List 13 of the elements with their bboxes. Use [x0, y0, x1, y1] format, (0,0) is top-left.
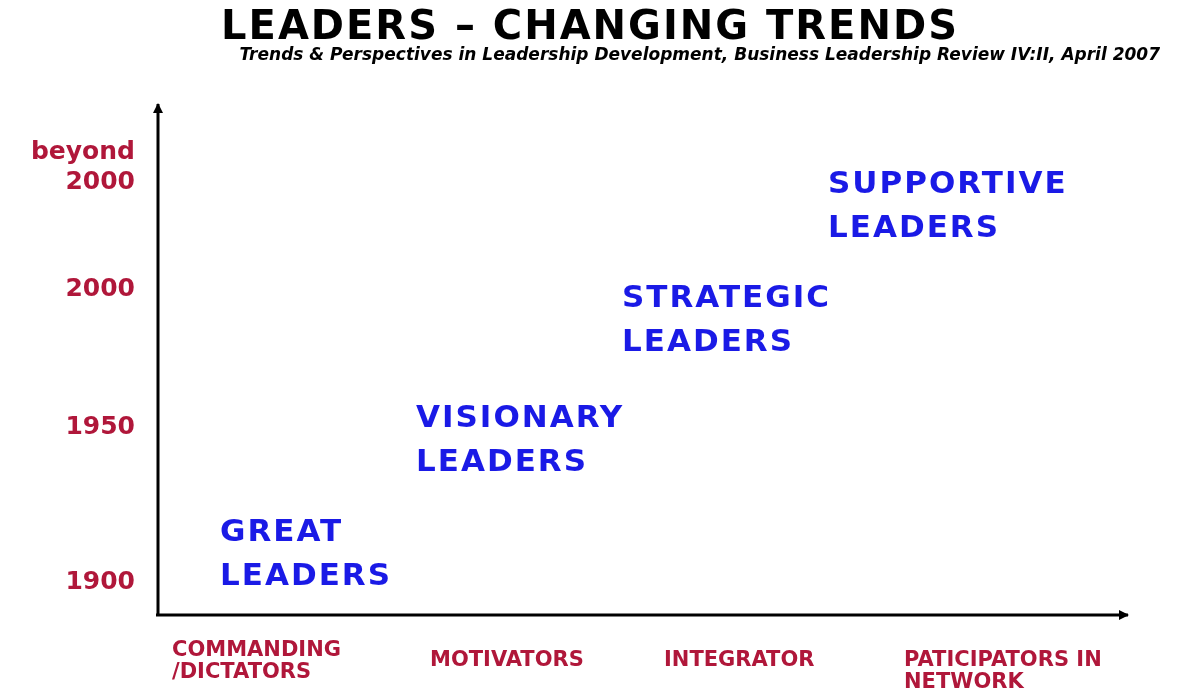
- category-label: PATICIPATORS IN NETWORK: [904, 648, 1103, 692]
- stage-label: VISIONARY LEADERS: [416, 397, 626, 480]
- year-label: 1950: [64, 411, 135, 441]
- category-label: COMMANDING /DICTATORS: [172, 638, 342, 682]
- category-label: MOTIVATORS: [430, 648, 585, 670]
- stage-label: GREAT LEADERS: [220, 511, 394, 594]
- year-label: 1900: [64, 566, 135, 596]
- year-label: beyond 2000: [29, 136, 135, 196]
- category-label: INTEGRATOR: [664, 648, 816, 670]
- year-label: 2000: [64, 273, 135, 303]
- source-citation: Trends & Perspectives in Leadership Development, Business Leadership Review IV:II, April 2007: [238, 44, 1160, 64]
- stage-label: SUPPORTIVE LEADERS: [828, 163, 1069, 246]
- stage-label: STRATEGIC LEADERS: [622, 277, 832, 360]
